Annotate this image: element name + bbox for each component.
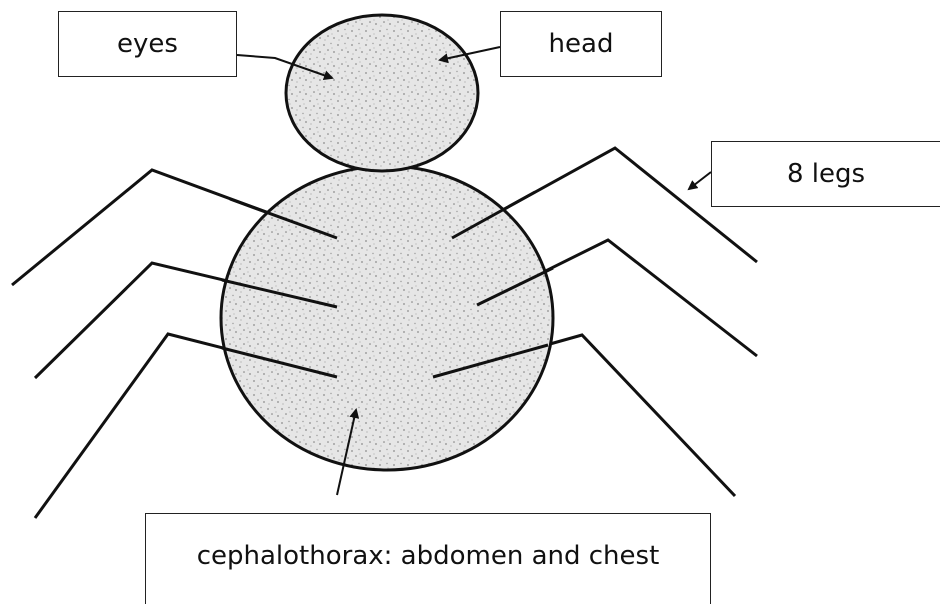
spider-body	[221, 166, 553, 470]
head-label-box: head	[500, 11, 662, 77]
eyes-label: eyes	[117, 29, 178, 59]
head-label: head	[549, 29, 614, 59]
cephalothorax-label: cephalothorax: abdomen and chest	[197, 541, 660, 571]
spider-head	[286, 15, 478, 171]
legs-label: 8 legs	[787, 159, 865, 189]
legs-arrow	[689, 172, 711, 189]
legs-label-box: 8 legs	[711, 141, 940, 207]
eyes-label-box: eyes	[58, 11, 237, 77]
cephalothorax-label-box: cephalothorax: abdomen and chest	[145, 513, 711, 604]
